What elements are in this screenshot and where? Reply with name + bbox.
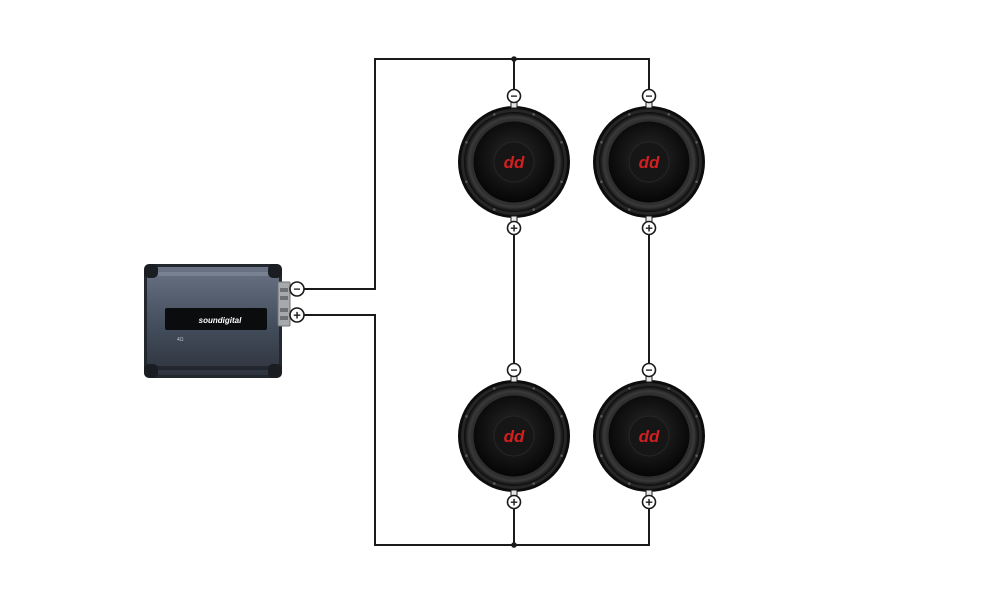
negative-wire	[304, 58, 650, 290]
speaker-positive-symbol: +	[510, 495, 518, 510]
speaker-negative-symbol: −	[510, 363, 517, 377]
speaker-negative-terminal: −	[506, 88, 522, 104]
amp-positive-terminal: +	[289, 307, 305, 323]
amp-model-text: 4Ω	[177, 337, 184, 343]
amp-logo-band	[165, 308, 267, 330]
amp-negative-terminal: −	[289, 281, 305, 297]
speaker-positive-symbol: +	[510, 221, 518, 236]
speakers: dd − + dd − + dd − + dd − +	[458, 88, 705, 510]
junction-dot-top	[511, 56, 517, 62]
speaker-positive-terminal: +	[641, 221, 657, 236]
speaker-logo: dd	[504, 153, 525, 172]
speaker-logo: dd	[639, 427, 660, 446]
positive-wire	[304, 314, 650, 546]
speaker-top-left: dd − +	[458, 88, 570, 236]
speaker-negative-symbol: −	[645, 89, 652, 103]
amp-positive-symbol: +	[293, 308, 301, 323]
speaker-negative-symbol: −	[510, 89, 517, 103]
amp-negative-symbol: −	[293, 282, 300, 296]
speaker-positive-terminal: +	[506, 495, 522, 510]
amp-terminal-block	[277, 281, 291, 327]
speaker-positive-symbol: +	[645, 495, 653, 510]
speaker-bottom-right: dd − +	[593, 362, 705, 510]
speaker-logo: dd	[639, 153, 660, 172]
wires	[304, 58, 650, 546]
amp-brand-logo: soundigital	[199, 316, 242, 325]
speaker-negative-terminal: −	[641, 362, 657, 378]
speaker-negative-terminal: −	[506, 362, 522, 378]
speaker-bottom-left: dd − +	[458, 362, 570, 510]
speaker-logo: dd	[504, 427, 525, 446]
speaker-top-right: dd − +	[593, 88, 705, 236]
amplifier: soundigital 4Ω − +	[144, 264, 305, 378]
speaker-negative-symbol: −	[645, 363, 652, 377]
speaker-positive-symbol: +	[645, 221, 653, 236]
speaker-positive-terminal: +	[506, 221, 522, 236]
speaker-positive-terminal: +	[641, 495, 657, 510]
speaker-negative-terminal: −	[641, 88, 657, 104]
junction-dot-bottom	[511, 542, 517, 548]
